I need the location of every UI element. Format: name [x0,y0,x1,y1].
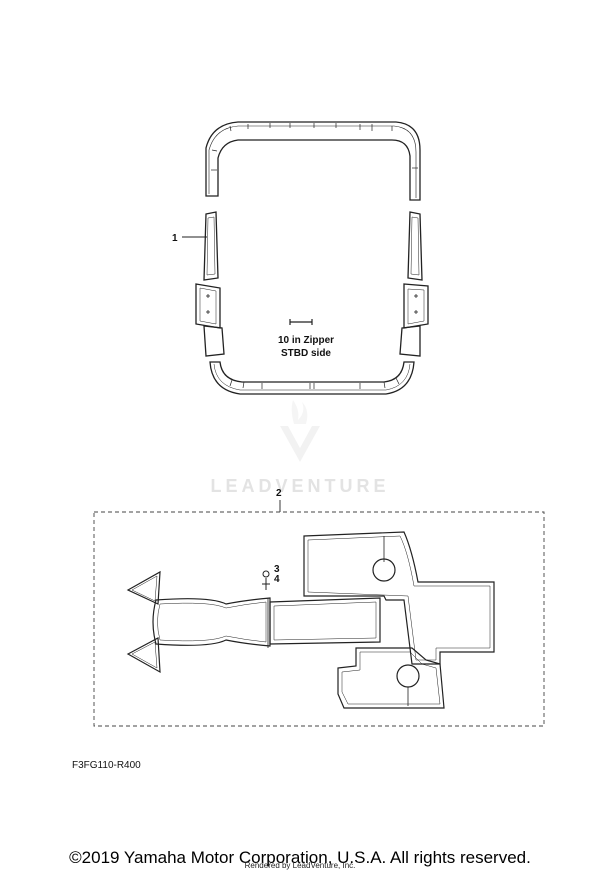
rendered-by-note: Rendered by LeadVenture, Inc. [244,861,356,870]
snap-markers [206,294,418,314]
zipper-symbol-icon [289,319,313,325]
copyright-notice: ©2019 Yamaha Motor Corporation, U.S.A. A… [69,848,531,867]
figure-code: F3FG110-R400 [72,760,141,771]
gunwale-cover-set [195,121,429,395]
zipper-note-line2: STBD side [281,348,331,359]
callout-1: 1 [172,233,178,244]
callout-3: 3 [274,564,280,575]
zipper-note-line1: 10 in Zipper [278,335,334,346]
watermark-logo-icon [280,400,320,462]
mat-kit-boundary [93,511,545,727]
watermark-text: LEADVENTURE [210,476,389,496]
fastener-icon [262,570,270,590]
callout-2: 2 [276,488,282,499]
callout-4: 4 [274,574,280,585]
mat-kit-parts [126,531,495,709]
